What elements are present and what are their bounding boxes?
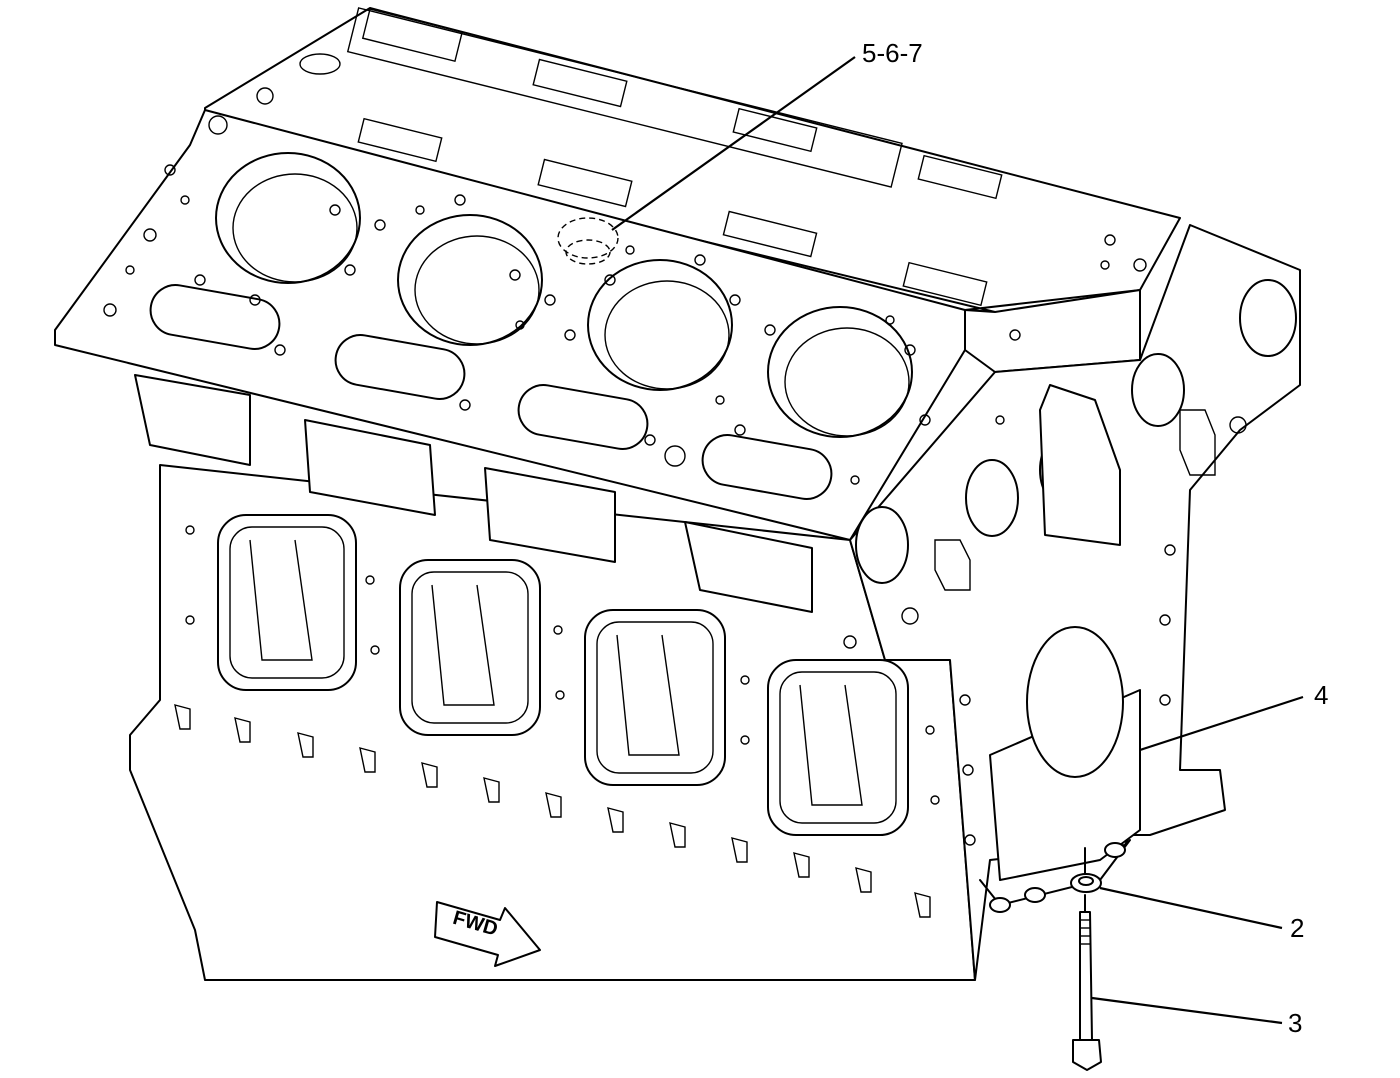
bearing-ribs bbox=[174, 704, 931, 918]
callout-label-4: 4 bbox=[1314, 680, 1328, 710]
rear-end-plate bbox=[849, 224, 1301, 981]
leader-5-6-7 bbox=[611, 56, 856, 231]
bolt bbox=[1072, 894, 1102, 1071]
leader-4 bbox=[1139, 695, 1304, 752]
callout-label-5-6-7: 5-6-7 bbox=[862, 38, 923, 68]
side-plates bbox=[134, 374, 813, 613]
crankcase-windows bbox=[217, 514, 909, 836]
rear-plate-features bbox=[664, 258, 1297, 778]
oval-ports bbox=[149, 284, 833, 500]
callout-label-3: 3 bbox=[1288, 1008, 1302, 1038]
callout-label-2: 2 bbox=[1290, 913, 1304, 943]
cylinder-bores bbox=[215, 152, 913, 438]
callout-leaders bbox=[611, 56, 1304, 1025]
leader-2 bbox=[1099, 886, 1283, 930]
flange-bolts bbox=[989, 842, 1126, 913]
leader-3 bbox=[1091, 996, 1283, 1025]
washer bbox=[1070, 847, 1102, 893]
deck-details bbox=[208, 7, 1003, 307]
bolt-holes bbox=[103, 164, 1176, 846]
